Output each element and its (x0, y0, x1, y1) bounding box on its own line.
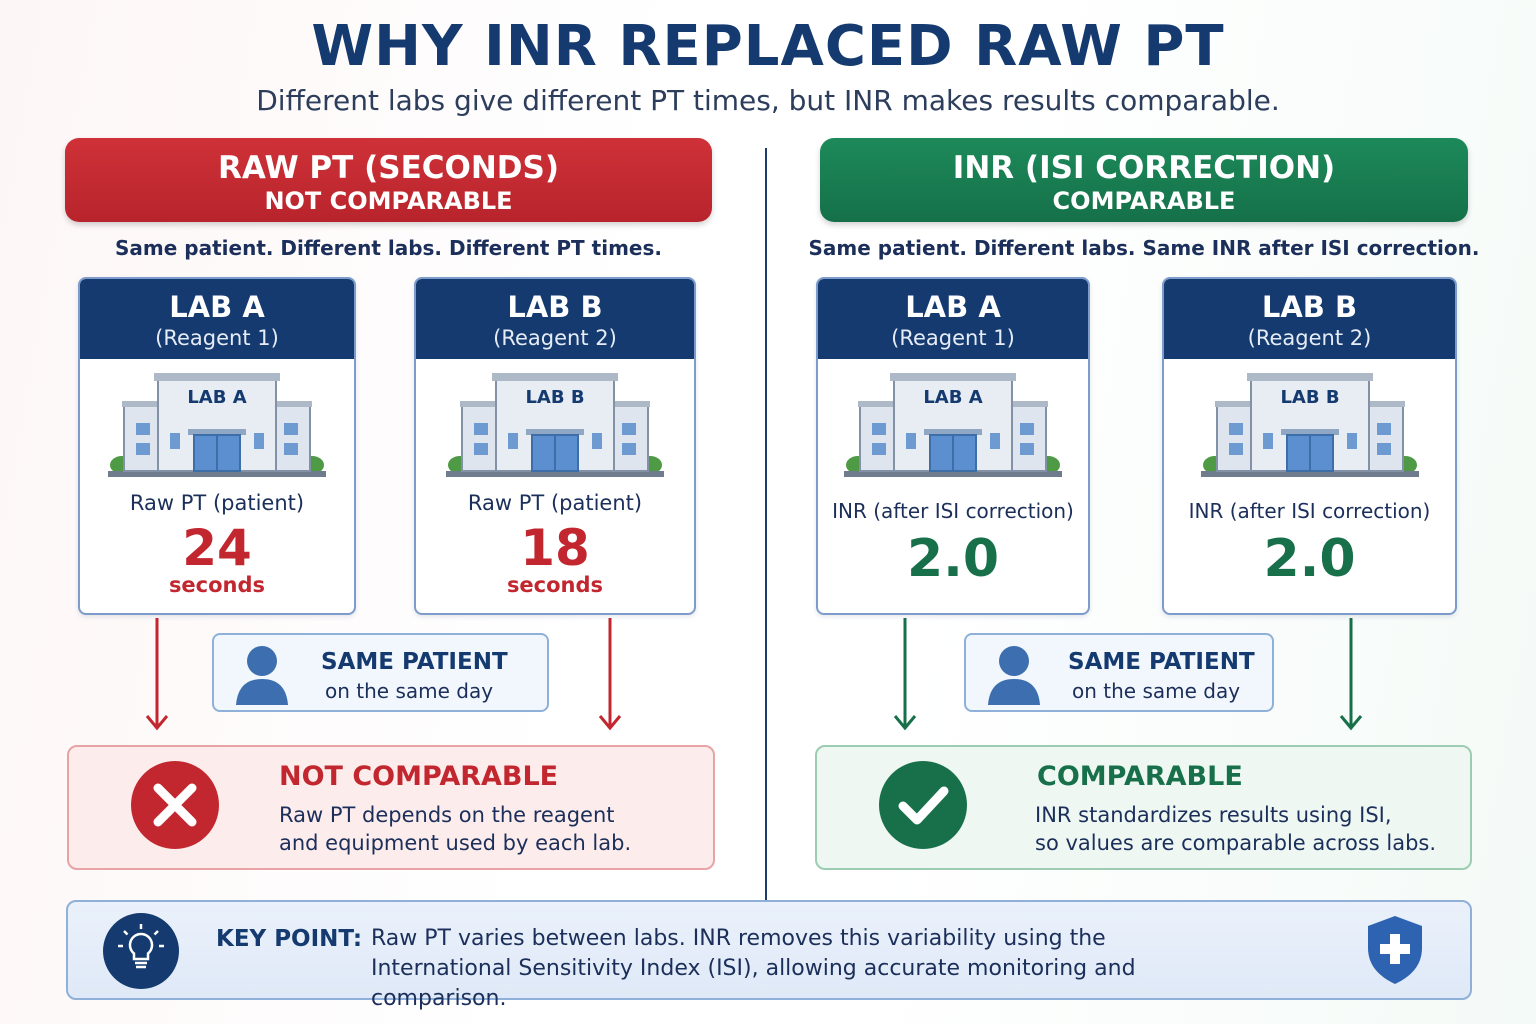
building-sign: LAB B (525, 387, 584, 408)
page-subtitle: Different labs give different PT times, … (256, 84, 1280, 117)
not-comparable-box: NOT COMPARABLE Raw PT depends on the rea… (67, 745, 715, 870)
lab-card-header: LAB B (Reagent 2) (1164, 279, 1455, 359)
same-patient-title: SAME PATIENT (321, 649, 508, 675)
measure-label: INR (after ISI correction) (832, 499, 1074, 523)
building-sign: LAB A (187, 387, 246, 408)
key-point-text: Raw PT varies between labs. INR removes … (371, 926, 1136, 1011)
lab-building-icon: LAB A (108, 373, 326, 478)
pt-unit: seconds (168, 573, 266, 597)
pt-unit: seconds (506, 573, 604, 597)
raw-pt-banner-title: RAW PT (SECONDS) (217, 150, 560, 186)
building-sign: LAB A (923, 387, 982, 408)
measure-label: Raw PT (patient) (467, 491, 643, 515)
lab-card-header: LAB B (Reagent 2) (416, 279, 694, 359)
lab-card-header: LAB A (Reagent 1) (818, 279, 1088, 359)
same-patient-title: SAME PATIENT (1068, 649, 1255, 675)
inr-value: 2.0 (906, 529, 1000, 589)
raw-pt-banner-status: NOT COMPARABLE (264, 187, 513, 215)
person-icon (236, 646, 288, 705)
page-title: WHY INR REPLACED RAW PT (311, 14, 1225, 79)
same-patient-box: SAME PATIENT on the same day (212, 633, 549, 712)
raw-lab-a-card: LAB A (Reagent 1) LAB A Raw PT (patient)… (78, 277, 356, 615)
result-description-line1: INR standardizes results using ISI, (1035, 803, 1392, 827)
lab-building-icon: LAB B (446, 373, 664, 478)
same-patient-subtitle: on the same day (325, 679, 494, 703)
raw-lab-b-card: LAB B (Reagent 2) LAB B Raw PT (patient)… (414, 277, 696, 615)
result-description-line2: so values are comparable across labs. (1035, 831, 1437, 855)
result-description-line2: and equipment used by each lab. (279, 831, 632, 855)
center-divider (765, 148, 767, 900)
key-point-box: KEY POINT: Raw PT varies between labs. I… (66, 900, 1472, 1011)
lab-card-header: LAB A (Reagent 1) (80, 279, 354, 359)
comparable-box: COMPARABLE INR standardizes results usin… (815, 745, 1472, 870)
lab-building-icon: LAB A (844, 373, 1062, 478)
lab-name: LAB A (905, 290, 1001, 324)
arrow-down-icon (1339, 618, 1363, 731)
arrow-down-icon (598, 618, 622, 731)
lab-reagent: (Reagent 1) (155, 326, 279, 350)
arrow-down-icon (145, 618, 169, 731)
person-icon (988, 646, 1040, 705)
lab-reagent: (Reagent 1) (891, 326, 1015, 350)
pt-value: 24 (182, 519, 252, 577)
raw-pt-banner: RAW PT (SECONDS) NOT COMPARABLE (65, 138, 712, 222)
lab-reagent: (Reagent 2) (493, 326, 617, 350)
inr-banner-status: COMPARABLE (1052, 187, 1236, 215)
inr-value: 2.0 (1263, 529, 1356, 589)
lab-building-icon: LAB B (1200, 373, 1419, 478)
lightbulb-icon (103, 913, 179, 989)
inr-caption: Same patient. Different labs. Same INR a… (808, 236, 1480, 260)
measure-label: Raw PT (patient) (129, 491, 305, 515)
x-circle-icon (131, 761, 219, 849)
key-point-label: KEY POINT: (216, 926, 363, 952)
raw-pt-caption: Same patient. Different labs. Different … (115, 236, 662, 260)
result-title: COMPARABLE (1037, 761, 1243, 792)
inr-banner-title: INR (ISI CORRECTION) (952, 150, 1336, 186)
building-sign: LAB B (1280, 387, 1339, 408)
inr-lab-b-card: LAB B (Reagent 2) LAB B INR (after ISI c… (1162, 277, 1457, 615)
result-description-line1: Raw PT depends on the reagent (279, 803, 615, 827)
lab-name: LAB B (507, 290, 603, 324)
same-patient-box: SAME PATIENT on the same day (964, 633, 1274, 712)
inr-banner: INR (ISI CORRECTION) COMPARABLE (820, 138, 1468, 222)
result-title: NOT COMPARABLE (279, 761, 559, 792)
same-patient-subtitle: on the same day (1072, 679, 1241, 703)
measure-label: INR (after ISI correction) (1188, 499, 1431, 523)
lab-reagent: (Reagent 2) (1247, 326, 1372, 350)
inr-lab-a-card: LAB A (Reagent 1) LAB A INR (after ISI c… (816, 277, 1090, 615)
arrow-down-icon (893, 618, 917, 731)
pt-value: 18 (520, 519, 590, 577)
lab-name: LAB B (1261, 290, 1358, 324)
shield-cross-icon (1368, 916, 1422, 984)
check-circle-icon (879, 761, 967, 849)
lab-name: LAB A (169, 290, 265, 324)
